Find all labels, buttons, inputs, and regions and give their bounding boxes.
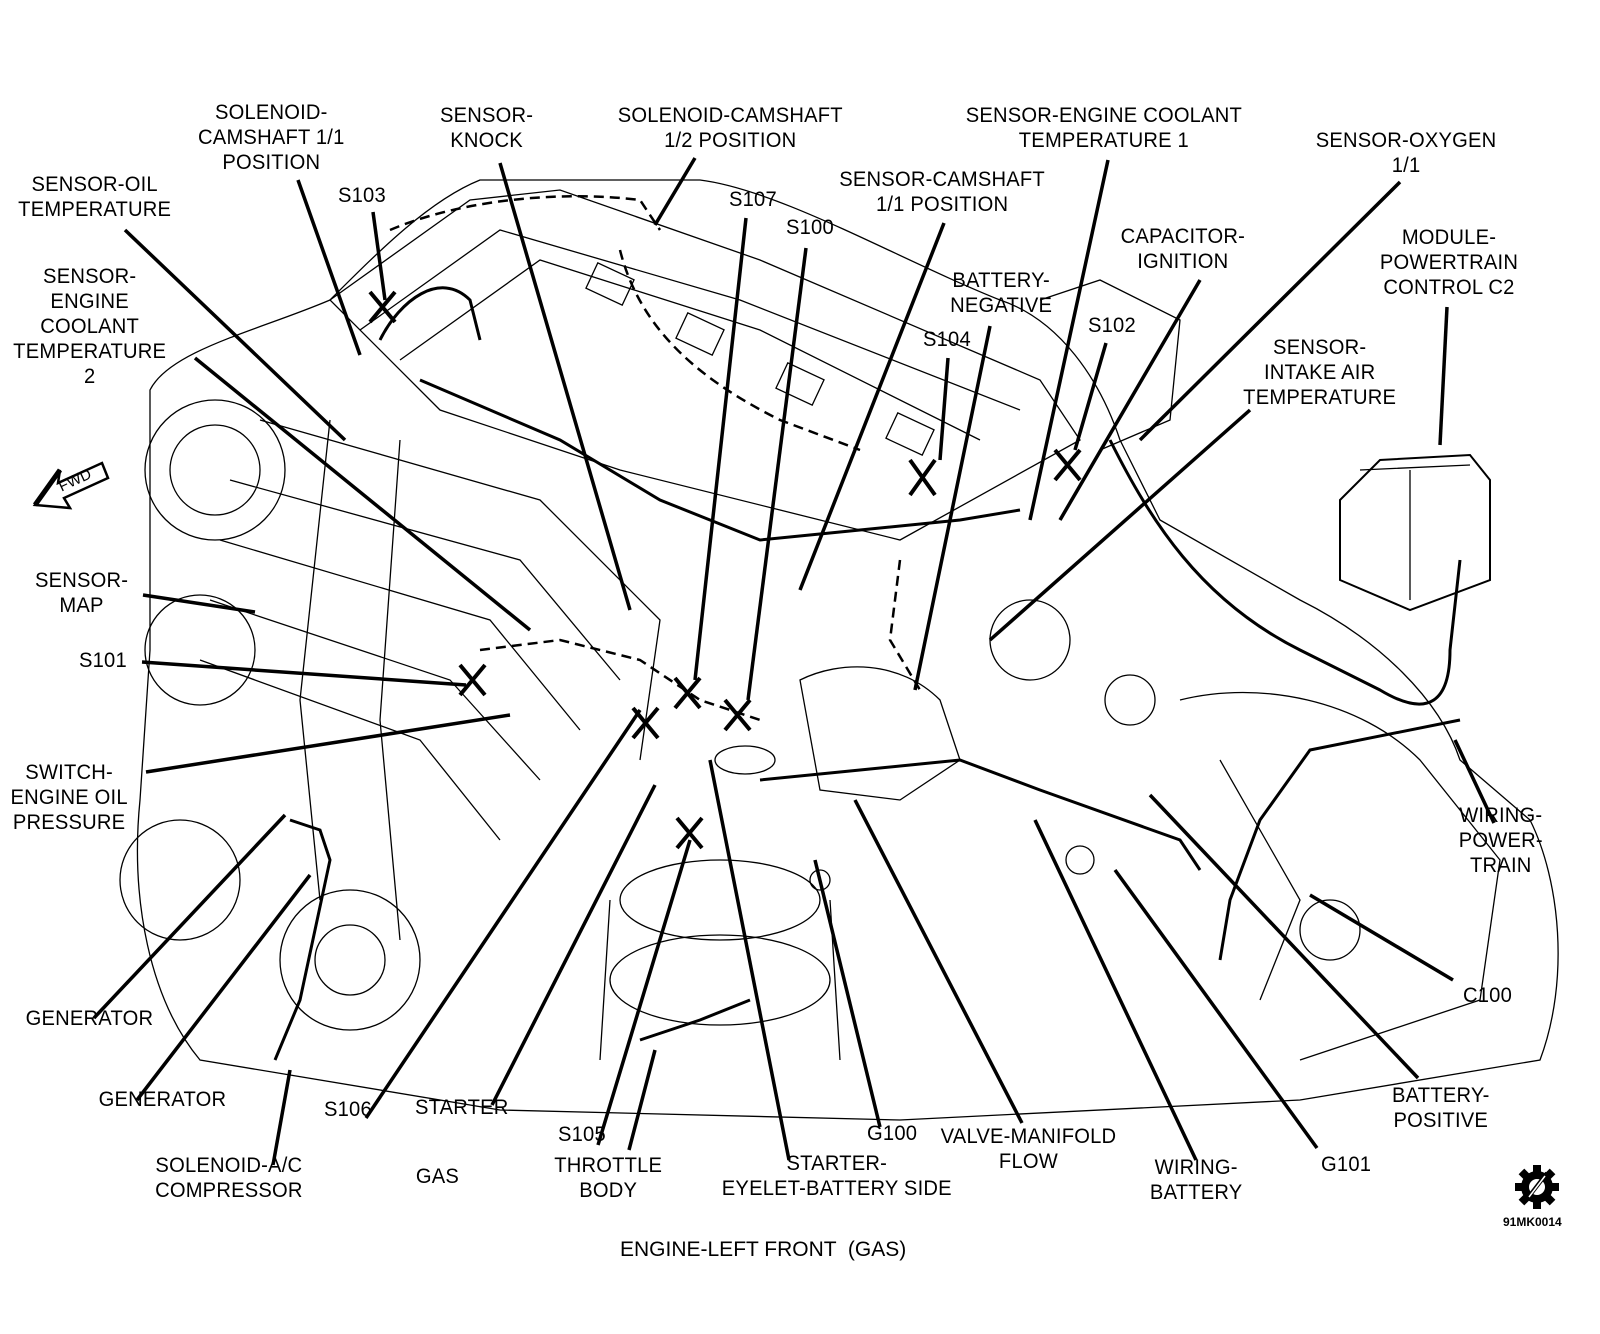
label-throttle-body: THROTTLE BODY [554,1154,663,1202]
label-generator-2: GENERATOR [98,1088,227,1111]
gear-slash-logo-icon [1515,1165,1559,1209]
figure-code: 91MK0014 [1503,1215,1562,1229]
label-solenoid-camshaft-1-2: SOLENOID-CAMSHAFT 1/2 POSITION [617,104,843,152]
splice-x-s103 [368,290,397,324]
label-s102: S102 [1087,314,1136,337]
label-sensor-oxygen: SENSOR-OXYGEN 1/1 [1315,129,1497,177]
splice-x-s101 [458,663,487,697]
engine-outline [119,179,1559,1121]
label-starter: STARTER [414,1096,509,1119]
label-g101: G101 [1321,1153,1372,1176]
label-wiring-powertrain: WIRING- POWER- TRAIN [1458,804,1543,877]
splice-x-s102 [1053,448,1082,482]
splice-x-s100 [723,698,752,732]
label-s107: S107 [728,188,777,211]
label-sensor-intake-air-temperature: SENSOR- INTAKE AIR TEMPERATURE [1243,336,1397,409]
splice-x-s104 [908,458,937,497]
label-wiring-battery: WIRING- BATTERY [1149,1156,1243,1204]
wiring-harness [273,286,1462,1061]
label-battery-positive: BATTERY- POSITIVE [1392,1084,1490,1132]
diagram-title: ENGINE-LEFT FRONT (GAS) [620,1238,907,1261]
label-s105: S105 [557,1123,606,1146]
label-s104: S104 [922,328,971,351]
label-solenoid-camshaft-1-1: SOLENOID- CAMSHAFT 1/1 POSITION [198,101,345,174]
splice-markers [368,290,1082,850]
label-sensor-camshaft-1-1: SENSOR-CAMSHAFT 1/1 POSITION [839,168,1045,216]
splice-x-s105 [675,816,704,850]
label-valve-manifold-flow: VALVE-MANIFOLD FLOW [940,1125,1117,1173]
label-s106: S106 [323,1098,372,1121]
label-gas-variant: GAS [415,1165,460,1188]
label-sensor-ect-2: SENSOR- ENGINE COOLANT TEMPERATURE 2 [13,265,167,388]
label-s101: S101 [78,649,127,672]
label-module-powertrain-control: MODULE- POWERTRAIN CONTROL C2 [1379,226,1519,299]
label-sensor-oil-temperature: SENSOR-OIL TEMPERATURE [18,173,172,221]
label-c100: C100 [1463,984,1512,1007]
label-sensor-knock: SENSOR- KNOCK [439,104,534,152]
label-battery-negative: BATTERY- NEGATIVE [950,269,1053,317]
label-s103: S103 [337,184,386,207]
label-g100: G100 [867,1122,918,1145]
label-sensor-map: SENSOR- MAP [34,569,129,617]
label-capacitor-ignition: CAPACITOR- IGNITION [1120,225,1245,273]
label-starter-eyelet-battery-side: STARTER- EYELET-BATTERY SIDE [721,1152,952,1200]
fwd-arrow-icon [32,461,110,510]
label-sensor-ect-1: SENSOR-ENGINE COOLANT TEMPERATURE 1 [965,104,1242,152]
hidden-harness [389,195,922,722]
label-switch-engine-oil-pressure: SWITCH- ENGINE OIL PRESSURE [10,761,128,834]
leader-lines [92,157,1496,1166]
label-solenoid-ac-compressor: SOLENOID-A/C COMPRESSOR [155,1154,303,1202]
label-generator-1: GENERATOR [25,1007,154,1030]
label-s100: S100 [785,216,834,239]
splice-x-s107 [673,676,702,710]
